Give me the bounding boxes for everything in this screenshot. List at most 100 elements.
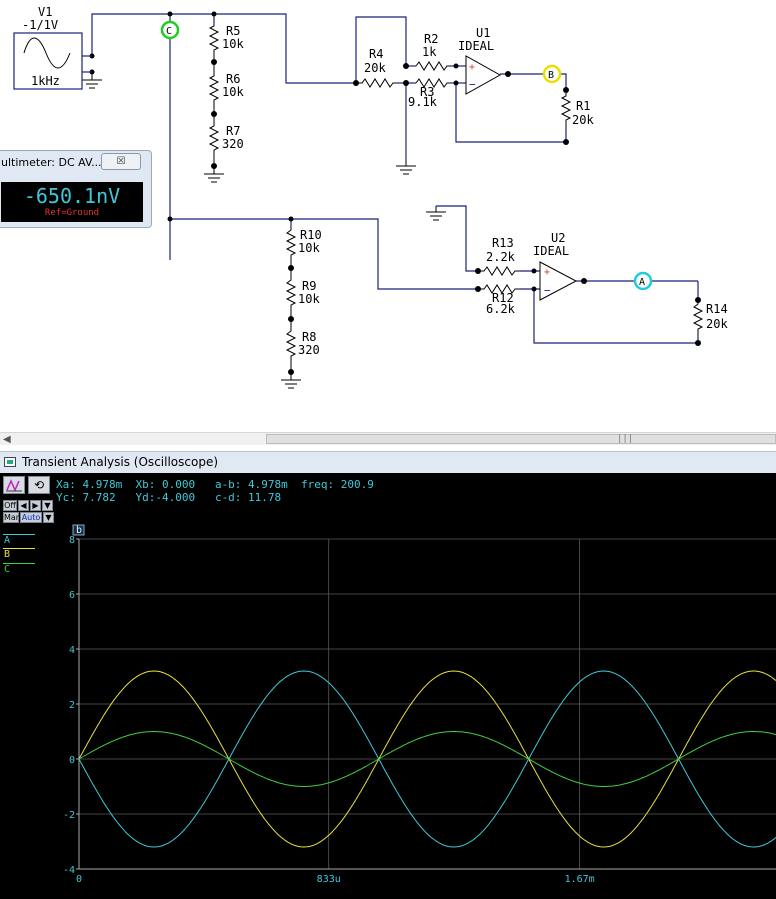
r5-name: R5 xyxy=(226,24,240,38)
ground-icon xyxy=(396,158,416,175)
voltage-source-v1[interactable]: V1 -1/1V 1kHz xyxy=(13,5,92,90)
right-arrow-button[interactable]: ▶ xyxy=(30,500,41,511)
opamp-u1[interactable]: + − U1 IDEAL xyxy=(458,26,502,95)
trace-c xyxy=(78,731,776,787)
v1-freq: 1kHz xyxy=(31,74,60,88)
r1-value: 20k xyxy=(572,113,594,127)
y-tick-label: -4 xyxy=(63,865,75,876)
left-arrow-button[interactable]: ◀ xyxy=(18,500,29,511)
ground-icon xyxy=(426,206,446,221)
probe-c[interactable]: C xyxy=(160,20,180,40)
legend-a[interactable]: A xyxy=(4,535,11,546)
cursor-b-label: b xyxy=(76,525,82,536)
legend-swatch-b xyxy=(3,548,35,549)
x-tick-label: 0 xyxy=(76,874,82,885)
legend-b[interactable]: B xyxy=(4,549,11,560)
ground-icon xyxy=(281,372,301,389)
auto-dropdown-button[interactable]: ▼ xyxy=(43,512,54,523)
r12-name: R12 xyxy=(492,291,514,305)
opamp-u2[interactable]: + − U2 IDEAL xyxy=(533,231,578,301)
u1-type: IDEAL xyxy=(458,39,494,53)
close-button[interactable]: ☒ xyxy=(101,153,141,170)
r7-name: R7 xyxy=(226,124,240,138)
multimeter-ref: Ref=Ground xyxy=(44,208,100,218)
y-tick-label: 0 xyxy=(69,755,75,766)
r5-value: 10k xyxy=(222,37,244,51)
r10-name: R10 xyxy=(300,228,322,242)
multimeter-window[interactable]: ultimeter: DC AV... ☒ -650.1nV Ref=Groun… xyxy=(0,150,152,228)
r13-name: R13 xyxy=(492,236,514,250)
y-tick-label: 6 xyxy=(69,590,75,601)
multimeter-display: -650.1nV Ref=Ground xyxy=(1,182,143,222)
u1-minus: − xyxy=(469,78,476,91)
r13-value: 2.2k xyxy=(486,250,516,264)
off-button[interactable]: Off xyxy=(3,500,17,511)
probe-b[interactable]: B xyxy=(542,64,562,84)
u2-plus: + xyxy=(544,267,550,278)
legend-swatch-a xyxy=(3,534,35,535)
r8-value: 320 xyxy=(298,343,320,357)
probe-a-label: A xyxy=(639,277,645,288)
y-tick-label: -2 xyxy=(63,810,75,821)
ground-icon xyxy=(82,72,102,89)
y-tick-label: 2 xyxy=(69,700,75,711)
resistor-bodies xyxy=(208,22,704,372)
r4-name: R4 xyxy=(369,47,383,61)
scroll-thumb[interactable] xyxy=(266,434,776,444)
legend-c[interactable]: C xyxy=(4,564,11,575)
r2-value: 1k xyxy=(422,45,437,59)
r9-name: R9 xyxy=(302,279,316,293)
cursor-b-marker xyxy=(72,524,85,536)
u2-type: IDEAL xyxy=(533,244,569,258)
legend-swatch-c xyxy=(3,563,35,564)
cursor-readout-line1: Xa: 4.978m Xb: 0.000 a-b: 4.978m freq: 2… xyxy=(56,478,374,491)
scroll-left-icon[interactable]: ◀ xyxy=(3,434,11,445)
u1-name: U1 xyxy=(476,26,490,40)
r14-value: 20k xyxy=(706,317,728,331)
y-tick-label: 4 xyxy=(69,645,75,656)
refresh-button[interactable]: ⟲ xyxy=(28,476,50,494)
v1-value: -1/1V xyxy=(22,18,58,32)
probe-c-label: C xyxy=(166,26,172,37)
probe-a[interactable]: A xyxy=(633,271,653,291)
trace-b xyxy=(78,670,776,848)
waveform-icon xyxy=(6,479,22,492)
junction-dots xyxy=(89,11,701,375)
resistor-labels: R5 10k R6 10k R7 320 R4 20k R2 1k R3 9.1… xyxy=(222,24,728,357)
r9-value: 10k xyxy=(298,292,320,306)
y-tick-label: 8 xyxy=(69,535,75,546)
multimeter-value: -650.1nV xyxy=(23,184,121,208)
wires xyxy=(91,13,699,344)
dropdown-button[interactable]: ▼ xyxy=(42,500,53,511)
horizontal-scrollbar[interactable]: ◀ ||| xyxy=(0,432,776,446)
trace-a xyxy=(78,670,776,848)
r12-value: 6.2k xyxy=(486,302,516,316)
r8-name: R8 xyxy=(302,330,316,344)
u2-name: U2 xyxy=(551,231,565,245)
separator xyxy=(0,445,776,451)
ground-symbols xyxy=(82,72,446,389)
u2-minus: − xyxy=(544,284,551,297)
r3-value: 9.1k xyxy=(408,95,438,109)
r6-name: R6 xyxy=(226,72,240,86)
r2-name: R2 xyxy=(424,32,438,46)
refresh-icon: ⟲ xyxy=(33,478,45,492)
r4-value: 20k xyxy=(364,61,386,75)
auto-button[interactable]: Auto xyxy=(20,512,42,523)
waveform-button[interactable] xyxy=(3,476,25,494)
r6-value: 10k xyxy=(222,85,244,99)
u1-plus: + xyxy=(469,62,475,73)
r3-name: R3 xyxy=(420,85,434,99)
x-tick-label: 1.67m xyxy=(565,874,595,885)
sine-wave-icon xyxy=(23,37,71,69)
man-button[interactable]: Man xyxy=(3,512,21,523)
scope-title: Transient Analysis (Oscilloscope) xyxy=(22,455,219,469)
v1-name: V1 xyxy=(38,5,52,19)
multimeter-title: ultimeter: DC AV... xyxy=(1,156,102,169)
cursor-readout-line2: Yc: 7.782 Yd:-4.000 c-d: 11.78 xyxy=(56,491,282,504)
window-icon xyxy=(4,457,16,467)
scope-titlebar: Transient Analysis (Oscilloscope) xyxy=(0,451,776,473)
r10-value: 10k xyxy=(298,241,320,255)
